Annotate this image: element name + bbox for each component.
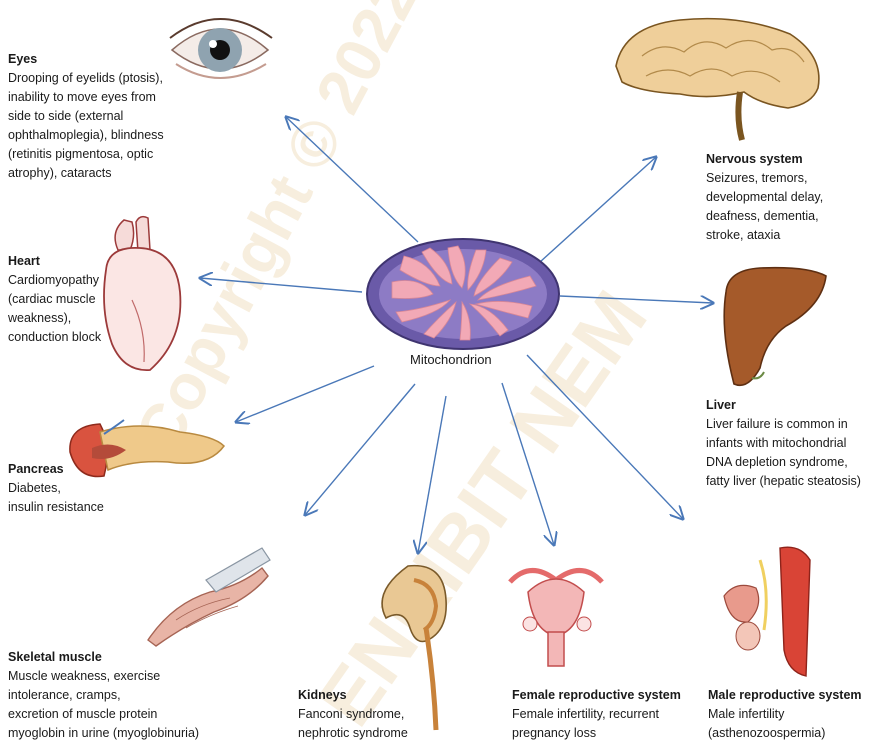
mitochondrion-icon: [367, 239, 559, 349]
arrow-to-skeletal: [305, 384, 415, 515]
kidneys-description: Fanconi syndrome, nephrotic syndrome: [298, 705, 408, 743]
heart-description: Cardiomyopathy (cardiac muscle weakness)…: [8, 271, 101, 347]
heart-title: Heart: [8, 252, 101, 271]
brain-icon: [616, 19, 819, 140]
label-heart: Heart Cardiomyopathy (cardiac muscle wea…: [8, 252, 101, 347]
label-liver: Liver Liver failure is common in infants…: [706, 396, 861, 491]
label-male-reproductive: Male reproductive system Male infertilit…: [708, 686, 862, 743]
label-kidneys: Kidneys Fanconi syndrome, nephrotic synd…: [298, 686, 408, 743]
heart-icon: [104, 217, 180, 370]
eyes-description: Drooping of eyelids (ptosis), inability …: [8, 69, 164, 183]
male-reproductive-description: Male infertility (asthenozoospermia): [708, 705, 862, 743]
pancreas-description: Diabetes, insulin resistance: [8, 479, 104, 517]
eye-icon: [170, 19, 272, 78]
male-reproductive-title: Male reproductive system: [708, 686, 862, 705]
skeletal-muscle-title: Skeletal muscle: [8, 648, 199, 667]
arrow-to-female: [502, 383, 554, 545]
liver-title: Liver: [706, 396, 861, 415]
label-nervous-system: Nervous system Seizures, tremors, develo…: [706, 150, 823, 245]
female-reproductive-title: Female reproductive system: [512, 686, 681, 705]
arrow-to-nervous: [540, 157, 656, 262]
uterus-icon: [510, 570, 602, 666]
female-reproductive-description: Female infertility, recurrent pregnancy …: [512, 705, 681, 743]
male-reproductive-icon: [724, 547, 810, 676]
eyes-title: Eyes: [8, 50, 164, 69]
pancreas-title: Pancreas: [8, 460, 104, 479]
label-eyes: Eyes Drooping of eyelids (ptosis), inabi…: [8, 50, 164, 183]
liver-description: Liver failure is common in infants with …: [706, 415, 861, 491]
skeletal-muscle-description: Muscle weakness, exercise intolerance, c…: [8, 667, 199, 743]
arrow-to-male: [527, 355, 683, 519]
arrow-to-pancreas: [236, 366, 374, 422]
kidneys-title: Kidneys: [298, 686, 408, 705]
label-skeletal-muscle: Skeletal muscle Muscle weakness, exercis…: [8, 648, 199, 743]
arrow-to-eyes: [286, 117, 418, 242]
nervous-system-title: Nervous system: [706, 150, 823, 169]
muscle-icon: [148, 548, 270, 646]
nervous-system-description: Seizures, tremors, developmental delay, …: [706, 169, 823, 245]
label-pancreas: Pancreas Diabetes, insulin resistance: [8, 460, 104, 517]
arrow-to-liver: [560, 296, 713, 303]
mitochondrion-label: Mitochondrion: [410, 350, 492, 369]
label-female-reproductive: Female reproductive system Female infert…: [512, 686, 681, 743]
arrow-to-kidneys: [418, 396, 446, 553]
arrow-to-heart: [200, 278, 362, 292]
liver-icon: [724, 268, 826, 386]
